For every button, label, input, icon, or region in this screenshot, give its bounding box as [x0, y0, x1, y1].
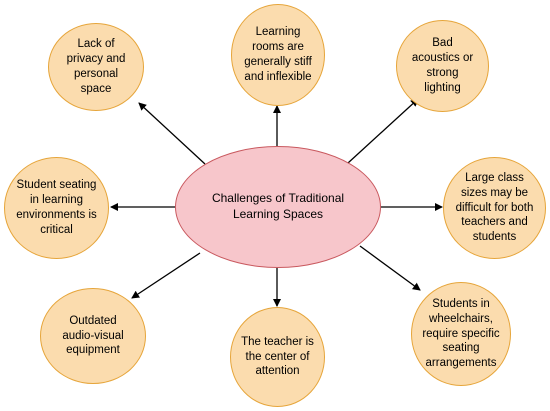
- arrow-to-wheelchairs: [359, 245, 421, 291]
- node-rooms-label: Learning rooms are generally stiff and i…: [244, 26, 312, 83]
- node-wheelchairs-label: Students in wheelchairs, require specifi…: [422, 297, 500, 370]
- node-class-size: Large class sizes may be difficult for b…: [443, 157, 546, 259]
- node-av: Outdated audio-visual equipment: [40, 288, 146, 384]
- central-topic: Challenges of Traditional Learning Space…: [175, 146, 381, 268]
- node-acoustics: Bad acoustics or strong lighting: [396, 20, 489, 112]
- arrow-to-av: [131, 252, 201, 299]
- arrow-to-privacy: [138, 102, 206, 165]
- arrow-to-acoustics: [347, 98, 419, 164]
- node-seating: Student seating in learning environments…: [4, 157, 109, 259]
- node-rooms: Learning rooms are generally stiff and i…: [231, 4, 325, 106]
- node-seating-label: Student seating in learning environments…: [16, 179, 97, 236]
- node-privacy-label: Lack of privacy and personal space: [66, 38, 126, 95]
- node-teacher: The teacher is the center of attention: [230, 307, 325, 407]
- node-wheelchairs: Students in wheelchairs, require specifi…: [411, 282, 511, 386]
- node-av-label: Outdated audio-visual equipment: [62, 314, 124, 357]
- central-topic-label: Challenges of Traditional Learning Space…: [211, 191, 345, 221]
- node-teacher-label: The teacher is the center of attention: [241, 335, 314, 378]
- node-class-size-label: Large class sizes may be difficult for b…: [455, 171, 534, 244]
- node-acoustics-label: Bad acoustics or strong lighting: [411, 37, 474, 94]
- node-privacy: Lack of privacy and personal space: [48, 23, 144, 111]
